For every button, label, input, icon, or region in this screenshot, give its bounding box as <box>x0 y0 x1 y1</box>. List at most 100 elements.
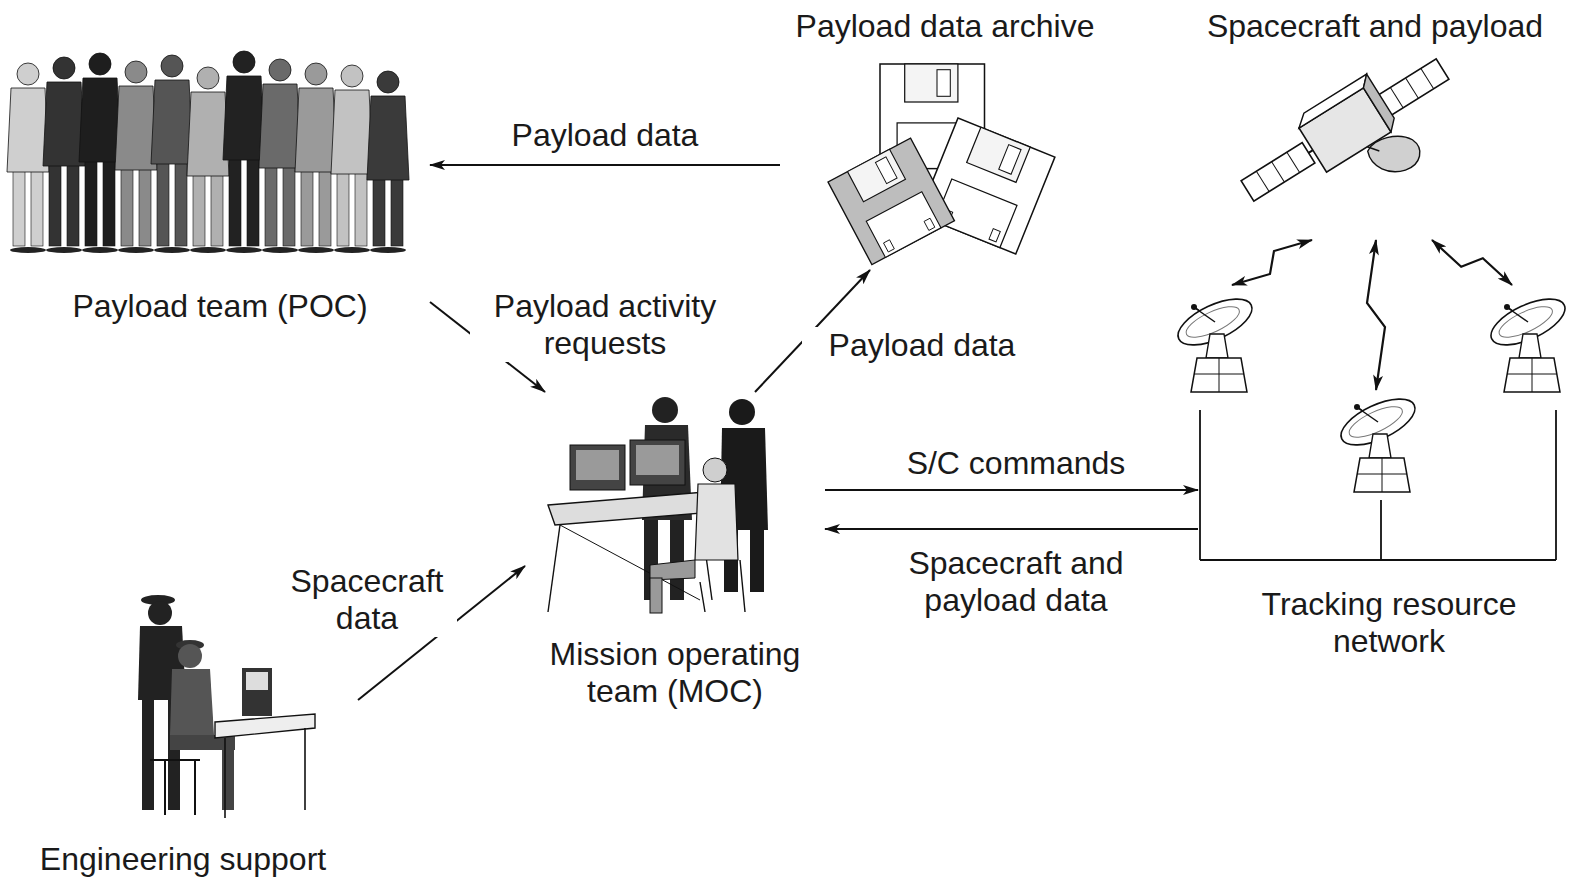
node-caption: Mission operating team (MOC) <box>535 636 815 710</box>
operators-console-part <box>548 492 715 525</box>
edge-label: Spacecraft data <box>277 563 457 637</box>
satellite-part <box>1406 78 1419 98</box>
node-caption: Payload team (POC) <box>72 288 367 325</box>
people-crowd-part-part <box>265 166 277 246</box>
illustrated-node: Payload data archive <box>780 8 1110 270</box>
illustrated-node: Mission operating team (MOC) <box>525 392 825 710</box>
engineers-desk-part <box>224 738 226 818</box>
satellite-part <box>1365 124 1426 183</box>
people-crowd-part <box>367 71 409 253</box>
illustrated-node: Spacecraft and payload <box>1175 8 1575 240</box>
satellite-part <box>1287 152 1300 172</box>
engineers-desk-part <box>164 760 166 815</box>
operators-console-part <box>560 525 700 600</box>
people-crowd-part-part <box>187 92 229 176</box>
people-crowd-part-part <box>233 51 255 73</box>
radio-link <box>1432 240 1512 285</box>
radio-link <box>1367 240 1385 390</box>
people-crowd-part <box>295 63 337 253</box>
people-crowd-part <box>43 57 85 253</box>
people-crowd-part-part <box>305 63 327 85</box>
operators-console-part <box>652 397 678 423</box>
people-crowd-part-part <box>103 160 115 246</box>
operators-console-part <box>650 560 695 580</box>
people-crowd-part-part <box>31 170 43 246</box>
people-crowd-part-part <box>161 55 183 77</box>
operators-console-part <box>703 458 727 482</box>
people-crowd-part-part <box>115 86 157 170</box>
people-crowd-part <box>331 65 373 253</box>
people-crowd-part-part <box>139 168 151 246</box>
satellite-part <box>1358 74 1399 132</box>
people-crowd-part-part <box>190 247 226 253</box>
engineers-desk-part <box>148 601 172 625</box>
network-bracket-part <box>1199 410 1201 560</box>
operators-console-part <box>700 582 705 612</box>
people-crowd-part-part <box>226 247 262 253</box>
people-crowd-part-part <box>269 59 291 81</box>
satellite-part <box>1421 68 1434 88</box>
people-crowd-part <box>7 63 49 253</box>
people-crowd-part <box>259 59 301 253</box>
engineers-desk-part <box>178 644 202 668</box>
people-crowd-part-part <box>157 162 169 246</box>
people-crowd-part-part <box>175 162 187 246</box>
node-caption: Engineering support <box>40 841 326 878</box>
operators-console-part <box>750 530 764 592</box>
operators-console-part <box>740 560 745 612</box>
engineers-desk-part <box>304 728 306 810</box>
people-crowd-part-part <box>46 247 82 253</box>
people-crowd-part-part <box>154 247 190 253</box>
people-crowd-part-part <box>82 247 118 253</box>
edge-label: Payload activity requests <box>470 288 740 362</box>
people-crowd-part <box>115 61 157 253</box>
edge-label: S/C commands <box>886 445 1146 482</box>
people-crowd-part-part <box>262 247 298 253</box>
operators-console-part <box>695 484 738 560</box>
people-crowd-part-part <box>211 174 223 246</box>
network-bracket <box>1200 410 1556 560</box>
node-caption: Spacecraft and payload <box>1207 8 1543 45</box>
operators-console-part <box>576 450 619 480</box>
operators-console-part <box>548 525 560 612</box>
ground-dishes <box>1172 290 1572 492</box>
flow-arrow <box>825 528 1198 530</box>
engineers-desk-part <box>194 760 196 815</box>
people-crowd-part-part <box>370 247 406 253</box>
satellite-part <box>1241 143 1315 202</box>
engineers-desk-part <box>142 700 154 810</box>
people-crowd-part-part <box>223 76 265 160</box>
satellite-part <box>1390 87 1403 107</box>
edge-label: Payload data <box>802 327 1042 364</box>
people-crowd-part-part <box>118 247 154 253</box>
people-crowd-part-part <box>151 80 193 164</box>
people-crowd-part-part <box>89 53 111 75</box>
people-crowd-part-part <box>229 158 241 246</box>
engineers-desk-part <box>215 714 315 738</box>
people-crowd-part-part <box>17 63 39 85</box>
people-crowd-part-part <box>377 71 399 93</box>
network-bracket-part <box>1555 410 1557 560</box>
people-crowd-part-part <box>121 168 133 246</box>
operators-console-part <box>729 399 755 425</box>
disk-stack-part <box>919 118 1055 254</box>
node-caption: Tracking resource network <box>1239 586 1539 660</box>
disk-stack-part <box>828 138 954 264</box>
people-crowd-part-part <box>53 57 75 79</box>
people-crowd-part-part <box>13 170 25 246</box>
network-bracket-part <box>1380 500 1382 560</box>
people-crowd-part-part <box>301 170 313 246</box>
people-crowd-part-part <box>247 158 259 246</box>
people-crowd-part-part <box>10 247 46 253</box>
people-crowd-part-part <box>67 164 79 246</box>
flow-arrow <box>430 164 780 166</box>
engineers-desk-part <box>222 750 234 810</box>
edge-label: Spacecraft and payload data <box>891 545 1141 619</box>
people-crowd-part-part <box>79 78 121 162</box>
ground-dishes-part <box>1172 290 1259 392</box>
network-bracket-part <box>1200 559 1556 561</box>
people-crowd-part-part <box>298 247 334 253</box>
people-crowd-part-part <box>259 84 301 168</box>
